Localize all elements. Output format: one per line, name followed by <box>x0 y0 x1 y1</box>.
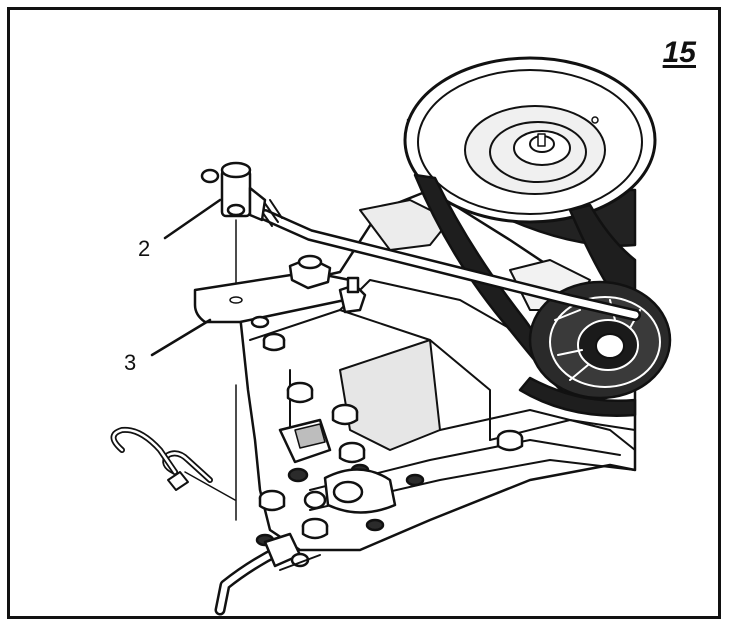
gearbox-detail <box>278 418 397 514</box>
callout-2: 2 <box>138 236 151 261</box>
figure-number: 15 <box>662 36 696 69</box>
large-pulley <box>403 56 657 247</box>
lever-plate <box>193 254 367 324</box>
swivel-ferrule <box>200 161 267 296</box>
housing-bosses <box>255 463 425 547</box>
transmission-illustration <box>110 56 672 616</box>
hairpin-clip <box>110 426 236 501</box>
output-cable <box>214 532 321 616</box>
housing-bolts <box>250 315 524 540</box>
callout-3: 3 <box>124 350 137 375</box>
figure-frame: 15 2 3 <box>7 7 721 619</box>
leader-line-3 <box>150 318 212 357</box>
leader-line-2 <box>163 198 222 240</box>
